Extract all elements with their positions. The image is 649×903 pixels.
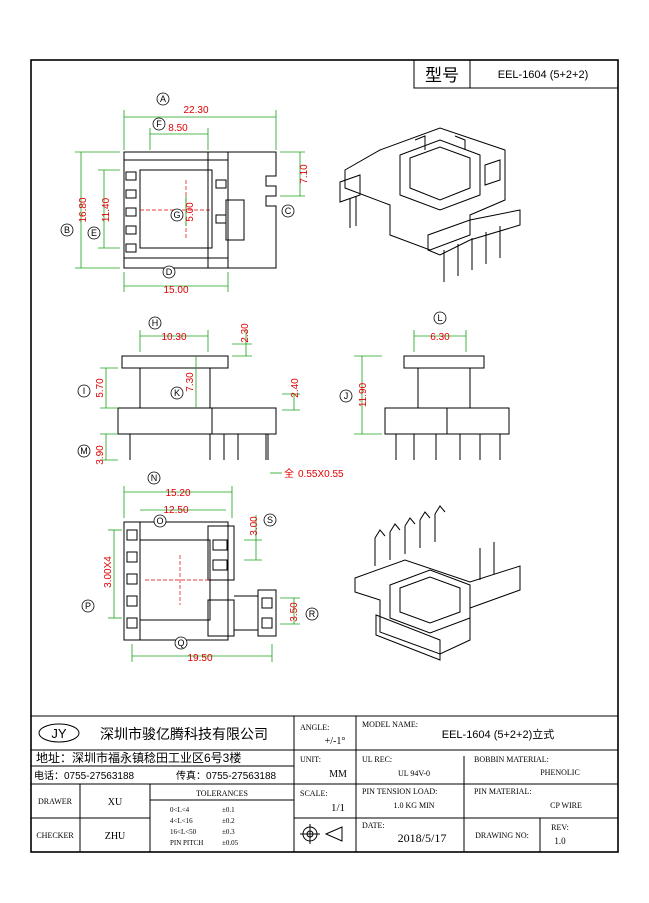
side-view: 6.30 11.90 L J bbox=[339, 311, 510, 460]
dim-D: 15.00 bbox=[163, 285, 188, 296]
dim-J: 2.30 bbox=[240, 323, 251, 343]
model-name-value: EEL-1604 (5+2+2)立式 bbox=[442, 727, 555, 741]
ul-rec-label: UL REC: bbox=[362, 755, 392, 764]
dim-F: 8.50 bbox=[168, 123, 188, 134]
unit-label: UNIT: bbox=[300, 755, 321, 764]
company-address: 地址：深圳市福永镇稔田工业区6号3楼 bbox=[36, 750, 241, 765]
bubble-Q: Q bbox=[177, 638, 184, 648]
unit-value: MM bbox=[329, 769, 347, 780]
isometric-view-bottom bbox=[354, 505, 521, 661]
bubble-O: O bbox=[156, 516, 163, 526]
dim-pin: 0.55X0.55 bbox=[298, 469, 344, 480]
bottom-view: 15.20 12.50 3.00 3.00X4 3.50 19.50 N O S… bbox=[81, 471, 319, 664]
scale-value: 1/1 bbox=[331, 802, 345, 814]
bubble-E: E bbox=[91, 228, 97, 238]
ul-rec-value: UL 94V-0 bbox=[398, 769, 430, 778]
pin-tension-value: 1.0 KG MIN bbox=[393, 801, 434, 810]
company-fax: 传真：0755-27563188 bbox=[176, 769, 277, 782]
dim-H: 10.30 bbox=[161, 332, 186, 343]
tolerances-label: TOLERANCES bbox=[196, 789, 248, 798]
tol-value-1: ±0.2 bbox=[222, 817, 235, 825]
bubble-L: L bbox=[437, 313, 442, 323]
drawer-value: XU bbox=[108, 797, 123, 808]
angle-label: ANGLE: bbox=[300, 723, 329, 732]
tol-range-0: 0<L<4 bbox=[170, 806, 190, 814]
checker-value: ZHU bbox=[105, 831, 126, 842]
bubble-S: S bbox=[267, 515, 273, 525]
top-view: 22.30 8.50 7.10 16.80 11.40 5.00 15.00 A… bbox=[60, 92, 310, 296]
dim-B: 16.80 bbox=[78, 197, 89, 222]
angle-value: +/-1° bbox=[325, 736, 346, 747]
dim-K: 7.30 bbox=[185, 372, 196, 392]
isometric-view-top bbox=[339, 127, 521, 282]
dim-Q: 19.50 bbox=[187, 653, 212, 664]
drawing-no-label: DRAWING NO: bbox=[475, 831, 529, 840]
bubble-G: G bbox=[173, 210, 180, 220]
pin-tension-label: PIN TENSION LOAD: bbox=[362, 787, 437, 796]
projection-symbol bbox=[300, 824, 343, 844]
bubble-D: D bbox=[166, 267, 173, 277]
dim-S: 3.00 bbox=[249, 516, 260, 536]
dim-pin-prefix: 全 bbox=[284, 467, 294, 480]
dim-M: 3.90 bbox=[95, 445, 106, 465]
dim-O: 12.50 bbox=[163, 505, 188, 516]
bubble-M: M bbox=[80, 446, 88, 456]
pin-material-label: PIN MATERIAL: bbox=[474, 787, 532, 796]
bubble-I: I bbox=[83, 386, 86, 396]
bobbin-material-value: PHENOLIC bbox=[540, 768, 580, 777]
drawer-label: DRAWER bbox=[38, 797, 73, 806]
date-label: DATE: bbox=[362, 821, 385, 830]
bubble-L2: J bbox=[344, 391, 349, 401]
bubble-R: R bbox=[309, 609, 316, 619]
checker-label: CHECKER bbox=[36, 831, 74, 840]
company-phone: 电话：0755-27563188 bbox=[34, 769, 135, 782]
company-logo: JY bbox=[51, 726, 67, 741]
rev-label: REV: bbox=[551, 823, 569, 832]
company-name: 深圳市骏亿腾科技有限公司 bbox=[100, 726, 268, 742]
dim-L: 6.30 bbox=[430, 332, 450, 343]
dim-A: 22.30 bbox=[183, 105, 208, 116]
bubble-N: N bbox=[151, 473, 158, 483]
model-name-label: MODEL NAME: bbox=[362, 720, 418, 729]
dim-I: 5.70 bbox=[95, 378, 106, 398]
dim-R: 3.50 bbox=[289, 602, 300, 622]
dim-L2: 11.90 bbox=[358, 382, 369, 407]
dim-G: 5.00 bbox=[185, 202, 196, 222]
title-block: JY 深圳市骏亿腾科技有限公司 地址：深圳市福永镇稔田工业区6号3楼 电话：07… bbox=[30, 715, 619, 853]
top-model-box: 型号 EEL-1604 (5+2+2) bbox=[413, 59, 619, 89]
bubble-A: A bbox=[160, 94, 166, 104]
dim-N: 15.20 bbox=[165, 488, 190, 499]
front-view: 10.30 2.30 5.70 7.30 2.40 3.90 全 0.55X0.… bbox=[77, 316, 344, 480]
tol-range-1: 4<L<16 bbox=[170, 817, 193, 825]
dim-K2: 2.40 bbox=[290, 378, 301, 398]
tol-value-3: ±0.05 bbox=[222, 839, 239, 847]
bubble-B: B bbox=[64, 225, 70, 235]
tol-value-0: ±0.1 bbox=[222, 806, 235, 814]
bubble-H: H bbox=[152, 318, 159, 328]
pin-material-value: CP WIRE bbox=[550, 801, 582, 810]
scale-label: SCALE: bbox=[300, 789, 328, 798]
tol-range-3: PIN PITCH bbox=[170, 839, 203, 847]
tol-value-2: ±0.3 bbox=[222, 828, 235, 836]
bubble-K: K bbox=[174, 388, 180, 398]
date-value: 2018/5/17 bbox=[398, 831, 447, 845]
type-label: 型号 bbox=[425, 66, 459, 85]
bubble-P: P bbox=[85, 601, 91, 611]
tol-range-2: 16<L<50 bbox=[170, 828, 197, 836]
rev-value: 1.0 bbox=[554, 836, 566, 846]
bobbin-material-label: BOBBIN MATERIAL: bbox=[474, 755, 549, 764]
dim-C: 7.10 bbox=[299, 164, 310, 184]
top-model-code: EEL-1604 (5+2+2) bbox=[498, 69, 589, 81]
dim-P: 3.00X4 bbox=[103, 556, 114, 588]
bubble-F: F bbox=[156, 119, 162, 129]
dim-E: 11.40 bbox=[101, 197, 112, 222]
bubble-C: C bbox=[285, 206, 292, 216]
